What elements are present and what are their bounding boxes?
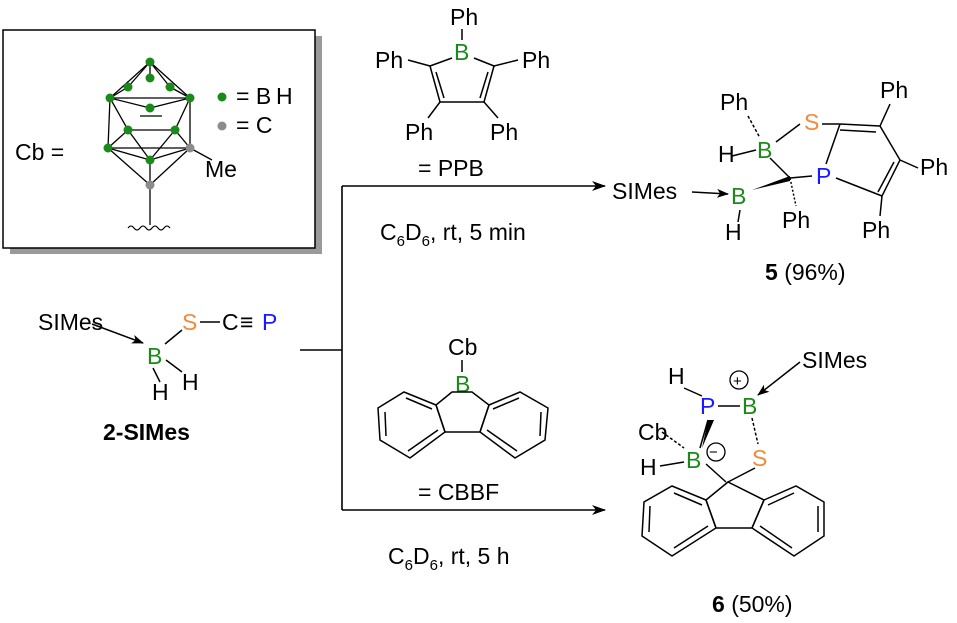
cond1-sub1: 6 <box>397 233 405 250</box>
cbbf-conditions: C6D6, rt, 5 h <box>388 543 510 574</box>
p5-h2: H <box>725 219 742 245</box>
p6-boron2: B <box>686 447 701 473</box>
p5-simes: SIMes <box>612 178 677 204</box>
p6-plus-circle <box>729 370 749 390</box>
cond1-d: D <box>405 219 422 245</box>
p6-wedge <box>702 420 714 448</box>
p6-plus: + <box>733 373 742 390</box>
legend-frame <box>2 29 316 249</box>
ppb-ring <box>407 57 519 119</box>
p6-boron1: B <box>742 393 757 419</box>
sm-dative-arrow <box>91 323 144 344</box>
p5-ph5: Ph <box>862 217 890 243</box>
sm-carbon: C <box>222 309 239 335</box>
p6-phosphorus: P <box>700 393 715 419</box>
ppb-conditions: C6D6, rt, 5 min <box>380 219 526 250</box>
p6-yield: (50%) <box>731 591 792 617</box>
cage-boron-dots <box>103 57 195 165</box>
bh-key-dot <box>217 92 227 102</box>
cbbf-boron: B <box>455 371 470 397</box>
product-5: Ph S Ph B H P Ph SIMes B Ph Ph H <box>612 77 948 285</box>
p6-minus-circle <box>706 442 726 462</box>
p6-h2: H <box>640 454 657 480</box>
c-key-text: = C <box>236 112 272 138</box>
bh-key-text: = B <box>236 83 271 109</box>
p5-num: 5 <box>765 259 778 285</box>
cb-equals-label: Cb = <box>15 139 64 165</box>
cond1-sub2: 6 <box>422 233 430 250</box>
cond1-rest: , rt, 5 min <box>430 219 526 245</box>
sm-sulfur: S <box>182 309 197 335</box>
p5-bonds <box>691 103 919 223</box>
c-key-dot <box>217 121 227 131</box>
p5-ph1: Ph <box>720 89 748 115</box>
sm-h1: H <box>152 379 169 405</box>
cbbf-fluorenyl-rings <box>377 391 549 459</box>
p5-ph4: Ph <box>782 207 810 233</box>
cond2-c: C <box>388 543 405 569</box>
ppb-ph-top: Ph <box>450 4 478 30</box>
ppb-reagent: Ph B Ph Ph Ph Ph = PPB C6D6, rt, 5 min <box>375 4 550 250</box>
ppb-ph-bottom-right: Ph <box>490 119 518 145</box>
p5-yield: (96%) <box>784 259 845 285</box>
p5-label: 5 (96%) <box>765 259 846 285</box>
cbbf-reagent: Cb B = CBBF C6D6, rt, 5 h <box>377 334 549 574</box>
p6-num: 6 <box>712 591 725 617</box>
sm-boron: B <box>147 343 162 369</box>
cond1-c: C <box>380 219 397 245</box>
p6-sulfur: S <box>752 445 767 471</box>
sm-compound-label: 2-SIMes <box>103 419 190 445</box>
cbbf-name: = CBBF <box>418 479 499 505</box>
p6-simes: SIMes <box>802 347 867 373</box>
cbbf-cb: Cb <box>448 334 477 360</box>
sm-triple-bond: ≡ <box>240 309 253 335</box>
sm-phosphorus: P <box>262 309 277 335</box>
ppb-ph-bottom-left: Ph <box>405 119 433 145</box>
p5-ph3: Ph <box>920 154 948 180</box>
ppb-ph-right: Ph <box>522 47 550 73</box>
p5-h1: H <box>718 141 735 167</box>
sm-bond-bh1 <box>152 367 161 383</box>
p6-minus: − <box>709 444 718 461</box>
cond2-sub1: 6 <box>405 557 413 574</box>
methyl-label: Me <box>205 156 237 182</box>
sm-bond-bs <box>164 329 183 345</box>
sm-simes-label: SIMes <box>38 309 103 335</box>
p5-ph2: Ph <box>880 77 908 103</box>
product-6: H + SIMes P B Cb B − S H <box>638 347 867 617</box>
bh-key-h: H <box>276 83 293 109</box>
p5-sulfur: S <box>804 109 819 135</box>
p5-boron1: B <box>757 137 772 163</box>
sm-h2: H <box>182 369 199 395</box>
p6-h: H <box>668 363 685 389</box>
p6-bonds <box>641 361 825 557</box>
cond2-rest: , rt, 5 h <box>438 543 510 569</box>
ppb-ph-left: Ph <box>375 47 403 73</box>
p6-label: 6 (50%) <box>712 591 793 617</box>
cond2-d: D <box>413 543 430 569</box>
bh-key-equals: = B <box>236 83 271 109</box>
p5-phosphorus: P <box>816 163 831 189</box>
cond2-sub2: 6 <box>430 557 438 574</box>
ppb-boron: B <box>454 39 469 65</box>
carborane-legend: Cb = <box>2 29 322 254</box>
ppb-name: = PPB <box>418 155 484 181</box>
starting-material: SIMes B S C ≡ P H H 2-SIMes <box>38 309 277 445</box>
cage-carbon-dots <box>145 143 195 190</box>
reaction-arrows <box>300 181 606 515</box>
p5-wedge <box>752 176 790 190</box>
p5-boron2: B <box>731 183 746 209</box>
sm-bond-bh2 <box>165 359 183 373</box>
